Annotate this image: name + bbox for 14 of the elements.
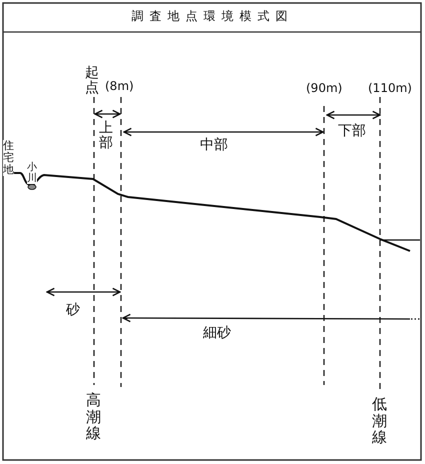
- tide-line-label: 高潮線: [86, 392, 101, 442]
- zone-label: 中部: [200, 138, 228, 153]
- area-label: 住宅地: [3, 140, 14, 176]
- distance-label: (110m): [368, 82, 412, 95]
- area-label: 小川: [27, 162, 37, 184]
- title: 調査地点環境模式図: [130, 10, 294, 23]
- zone-label: 上部: [99, 121, 113, 152]
- zone-label: 下部: [338, 124, 366, 139]
- sediment-label: 砂: [66, 303, 80, 318]
- distance-label: (90m): [306, 82, 342, 95]
- distance-label: (8m): [105, 80, 134, 93]
- tide-line-label: 低潮線: [372, 396, 387, 446]
- point-label: 起点: [85, 66, 99, 97]
- sediment-label: 細砂: [203, 326, 231, 341]
